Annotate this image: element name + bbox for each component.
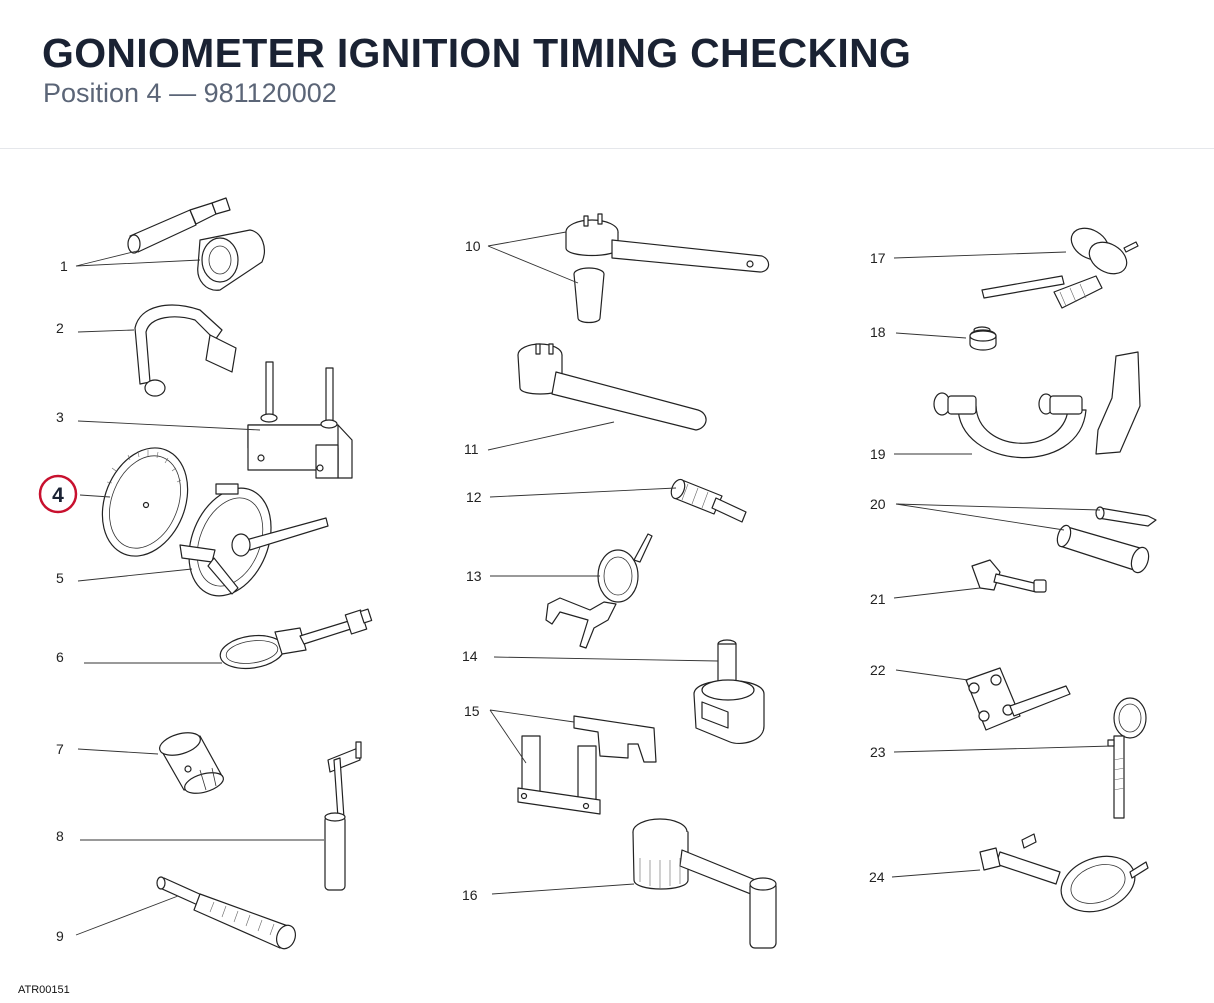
leader-21 <box>893 587 981 599</box>
tool-21-clamp-bolt <box>971 559 1047 593</box>
callout-10: 10 <box>465 238 481 254</box>
callout-3: 3 <box>56 409 64 425</box>
tool-13-dial-gauge <box>545 533 653 649</box>
leader-23 <box>893 745 1113 753</box>
leader-15 <box>489 709 575 764</box>
callout-18: 18 <box>870 324 886 340</box>
callout-12: 12 <box>466 489 482 505</box>
leader-7 <box>77 748 159 755</box>
callout-21: 21 <box>870 591 886 607</box>
leader-18 <box>895 332 967 339</box>
tool-19-c-frame <box>933 351 1141 459</box>
callout-15: 15 <box>464 703 480 719</box>
leader-11 <box>487 421 615 451</box>
tool-11-spanner-wrench <box>517 343 707 431</box>
highlight-ring-4 <box>38 474 78 514</box>
callout-11: 11 <box>464 441 479 457</box>
leader-20 <box>895 503 1101 531</box>
tool-23-dial-indicator <box>1107 697 1147 819</box>
callout-4-highlighted: 4 <box>52 484 64 507</box>
callout-5: 5 <box>56 570 64 586</box>
tool-2-bent-rod <box>134 304 237 397</box>
callout-23: 23 <box>870 744 886 760</box>
leader-2 <box>77 329 135 333</box>
tool-22-plate-with-arm <box>965 667 1071 731</box>
page-subtitle: Position 4 — 981120002 <box>43 78 337 109</box>
page-title: GONIOMETER IGNITION TIMING CHECKING <box>42 30 912 76</box>
callout-9: 9 <box>56 928 64 944</box>
part-number: 981120002 <box>203 78 337 108</box>
leader-5 <box>77 568 193 582</box>
tool-5-goniometer-with-pointer <box>179 483 329 597</box>
position-label: Position 4 <box>43 78 162 108</box>
leader-10 <box>487 231 579 284</box>
tool-14-stepped-holder <box>693 639 765 745</box>
tool-12-knurled-pin <box>670 478 747 523</box>
callout-22: 22 <box>870 662 886 678</box>
tool-8-t-handle-tool <box>324 741 362 891</box>
callout-13: 13 <box>466 568 482 584</box>
callout-6: 6 <box>56 649 64 665</box>
leader-24 <box>891 869 981 878</box>
callout-24: 24 <box>869 869 885 885</box>
leader-22 <box>895 669 969 681</box>
leader-1 <box>75 250 201 267</box>
callout-7: 7 <box>56 741 64 757</box>
tool-6-strap-wrench <box>219 608 373 670</box>
callout-14: 14 <box>462 648 478 664</box>
drawing-code: ATR00151 <box>18 984 70 996</box>
tool-1-handle-and-socket <box>127 197 265 291</box>
callout-17: 17 <box>870 250 886 266</box>
page-header: GONIOMETER IGNITION TIMING CHECKING Posi… <box>0 0 1214 149</box>
leader-17 <box>893 251 1067 259</box>
tool-7-castellated-socket <box>159 732 224 794</box>
tool-24-ring-clamp <box>979 833 1149 913</box>
tool-3-bracket-with-pins <box>247 361 353 479</box>
callout-1: 1 <box>60 258 68 274</box>
callout-2: 2 <box>56 320 64 336</box>
callout-8: 8 <box>56 828 64 844</box>
leader-3 <box>77 420 261 431</box>
tool-15-gauge-plates <box>517 715 657 815</box>
tool-4-degree-dial <box>101 447 189 557</box>
leader-4 <box>79 494 111 498</box>
callout-20: 20 <box>870 496 886 512</box>
tool-9-knurled-handle <box>156 876 297 950</box>
callout-19: 19 <box>870 446 886 462</box>
tool-17-holding-tool <box>981 227 1139 309</box>
leader-14 <box>493 656 719 662</box>
leader-9 <box>75 895 179 936</box>
callout-16: 16 <box>462 887 478 903</box>
subtitle-separator: — <box>169 78 197 108</box>
leader-16 <box>491 883 635 895</box>
tool-10-pin-wrench-and-sleeve <box>565 213 770 324</box>
leader-12 <box>489 487 677 498</box>
tool-20-pins <box>1056 506 1157 574</box>
tool-16-ring-holder-crank <box>632 818 777 949</box>
tool-18-small-nut <box>969 326 997 351</box>
